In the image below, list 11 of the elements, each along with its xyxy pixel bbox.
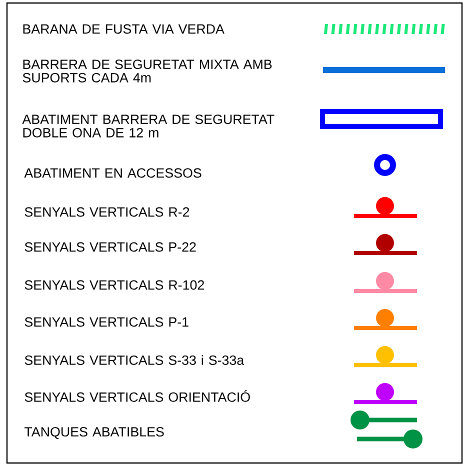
legend-label: ABATIMENT BARRERA DE SEGURETAT DOBLE ONA DE 12 m: [22, 114, 274, 138]
legend-label: SENYALS VERTICALS S-33 i S-33a: [24, 355, 244, 365]
legend-label: ABATIMENT EN ACCESSOS: [24, 168, 202, 178]
legend-label: SENYALS VERTICALS ORIENTACIÓ: [24, 390, 250, 402]
legend-label: SENYALS VERTICALS R-102: [24, 280, 204, 290]
legend-label: TANQUES ABATIBLES: [24, 427, 164, 439]
legend-label: SENYALS VERTICALS P-22: [24, 242, 196, 252]
legend-label: SENYALS VERTICALS R-2: [24, 207, 190, 217]
legend-label: BARANA DE FUSTA VIA VERDA: [23, 24, 224, 34]
legend-label: BARRERA DE SEGURETAT MIXTA AMB SUPORTS CADA 4m: [22, 60, 272, 82]
legend-label: SENYALS VERTICALS P-1: [24, 317, 188, 327]
